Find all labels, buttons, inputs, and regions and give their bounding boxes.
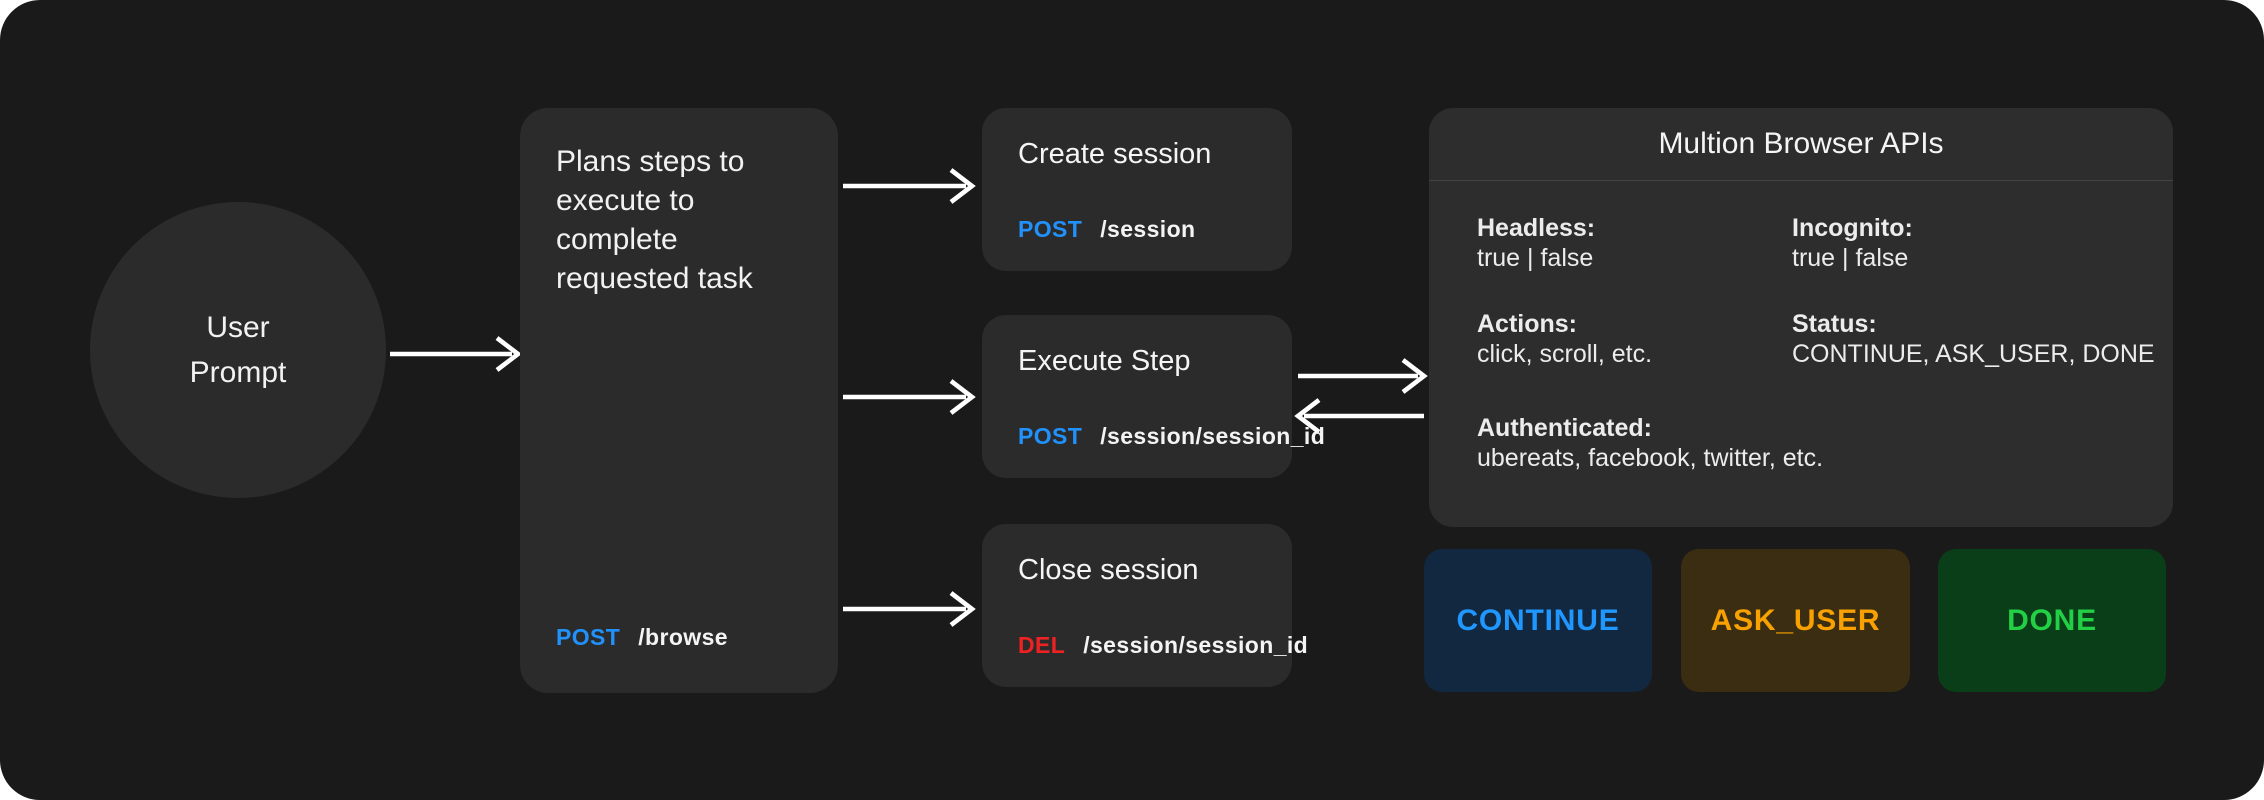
planner-node: Plans steps to execute to complete reque…	[520, 108, 838, 693]
execute-step-title: Execute Step	[1018, 345, 1191, 377]
http-method-badge: POST	[556, 624, 621, 650]
execute-step-node: Execute Step POST /session/session_id	[982, 315, 1325, 478]
arrow-planner-to-create-icon	[843, 168, 976, 204]
panel-body: Headless: true | false Incognito: true |…	[1429, 181, 2173, 526]
field-actions: Actions: click, scroll, etc.	[1477, 309, 1652, 369]
arrow-planner-to-close-icon	[843, 591, 976, 627]
field-headless: Headless: true | false	[1477, 213, 1595, 273]
user-prompt-label: User Prompt	[189, 311, 287, 389]
endpoint-path: /session/session_id	[1083, 632, 1309, 658]
field-value: true | false	[1477, 244, 1594, 272]
status-badge-done: DONE	[1938, 549, 2166, 692]
field-incognito: Incognito: true | false	[1792, 213, 1913, 273]
panel-title: Multion Browser APIs	[1429, 108, 2173, 181]
user-prompt-node: User Prompt	[90, 202, 386, 498]
field-label: Actions:	[1477, 310, 1577, 338]
status-badge-ask-user: ASK_USER	[1681, 549, 1910, 692]
field-label: Status:	[1792, 310, 1877, 338]
field-authenticated: Authenticated: ubereats, facebook, twitt…	[1477, 413, 1823, 473]
arrow-user-to-planner-icon	[390, 336, 522, 372]
field-label: Incognito:	[1792, 214, 1913, 242]
close-session-node: Close session DEL /session/session_id	[982, 524, 1308, 687]
http-method-badge: DEL	[1018, 632, 1066, 658]
endpoint-path: /browse	[638, 624, 728, 650]
http-method-badge: POST	[1018, 216, 1083, 242]
create-session-title: Create session	[1018, 138, 1212, 170]
planner-endpoint: POST /browse	[556, 624, 804, 651]
field-value: ubereats, facebook, twitter, etc.	[1477, 444, 1824, 472]
endpoint-path: /session	[1100, 216, 1196, 242]
create-session-node: Create session POST /session	[982, 108, 1292, 271]
create-session-endpoint: POST /session	[1018, 216, 1262, 243]
planner-title: Plans steps to execute to complete reque…	[556, 145, 753, 295]
execute-step-endpoint: POST /session/session_id	[1018, 423, 1325, 450]
arrow-execute-to-apis-icon	[1298, 358, 1428, 394]
field-label: Headless:	[1477, 214, 1596, 242]
status-badge-continue: CONTINUE	[1424, 549, 1652, 692]
endpoint-path: /session/session_id	[1100, 423, 1326, 449]
close-session-title: Close session	[1018, 554, 1199, 586]
close-session-endpoint: DEL /session/session_id	[1018, 632, 1308, 659]
field-value: CONTINUE, ASK_USER, DONE	[1792, 340, 2155, 368]
field-label: Authenticated:	[1477, 414, 1652, 442]
browser-apis-panel: Multion Browser APIs Headless: true | fa…	[1429, 108, 2173, 527]
arrow-planner-to-execute-icon	[843, 379, 976, 415]
field-value: click, scroll, etc.	[1477, 340, 1653, 368]
field-value: true | false	[1792, 244, 1909, 272]
field-status: Status: CONTINUE, ASK_USER, DONE	[1792, 309, 2155, 369]
http-method-badge: POST	[1018, 423, 1083, 449]
